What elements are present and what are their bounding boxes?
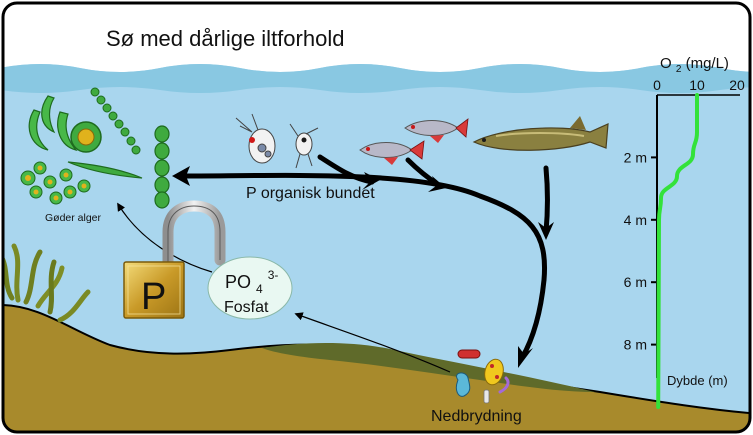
oxygen-axis-title-unit: (mg/L): [686, 55, 729, 72]
arrow-decomposition-to-phosphate: [294, 312, 451, 373]
oxygen-profile: 0 10 20 2 m 4 m 6 m 8 m: [624, 77, 745, 409]
sediment-layer: [262, 343, 595, 392]
depth-tick-label: 6 m: [624, 274, 647, 290]
organic-p-label: P organisk bundet: [246, 185, 375, 202]
fish-roach-1: [359, 140, 425, 165]
phosphate-formula-main: PO: [225, 272, 251, 292]
depth-tick-label: 8 m: [624, 337, 647, 353]
algae-cluster: [20, 87, 170, 209]
depth-axis-label: Dybde (m): [667, 373, 728, 388]
oxygen-axis-title: O 2 (mg/L): [660, 55, 729, 76]
decomposition-label: Nedbrydning: [431, 408, 522, 425]
phosphate-formula-sup: 3-: [268, 268, 279, 282]
oxygen-profile-line: [656, 93, 700, 409]
oxygen-x-tick-label: 10: [689, 77, 705, 93]
depth-tick-label: 2 m: [624, 149, 647, 165]
water-surface-band: [3, 64, 750, 93]
water-body: [3, 64, 750, 432]
phosphate-name: Fosfat: [224, 299, 269, 316]
padlock-letter: P: [141, 276, 166, 318]
padlock-icon: [123, 200, 226, 319]
organic-p-arrowheads: [172, 166, 554, 368]
zooplankton: [235, 113, 319, 169]
arrow-phosphate-to-algae: [117, 202, 213, 273]
oxygen-x-tick-label: 0: [653, 77, 661, 93]
algae-label: Gøder alger: [45, 212, 102, 224]
phosphate-formula-sub: 4: [256, 282, 263, 296]
fish-pike: [472, 116, 609, 151]
phosphate-bubble: [207, 256, 293, 320]
oxygen-axis-title-main: O: [660, 55, 672, 72]
depth-tick-label: 4 m: [624, 212, 647, 228]
oxygen-x-tick-label: 20: [729, 77, 745, 93]
oxygen-axis-title-sub: 2: [676, 64, 682, 75]
phosphate-formula: PO 4 3-: [225, 268, 278, 297]
decomposers: [455, 349, 510, 404]
fish-roach-2: [404, 118, 469, 143]
diagram-title: Sø med dårlige iltforhold: [106, 26, 344, 51]
organic-p-arrows: [177, 154, 550, 361]
